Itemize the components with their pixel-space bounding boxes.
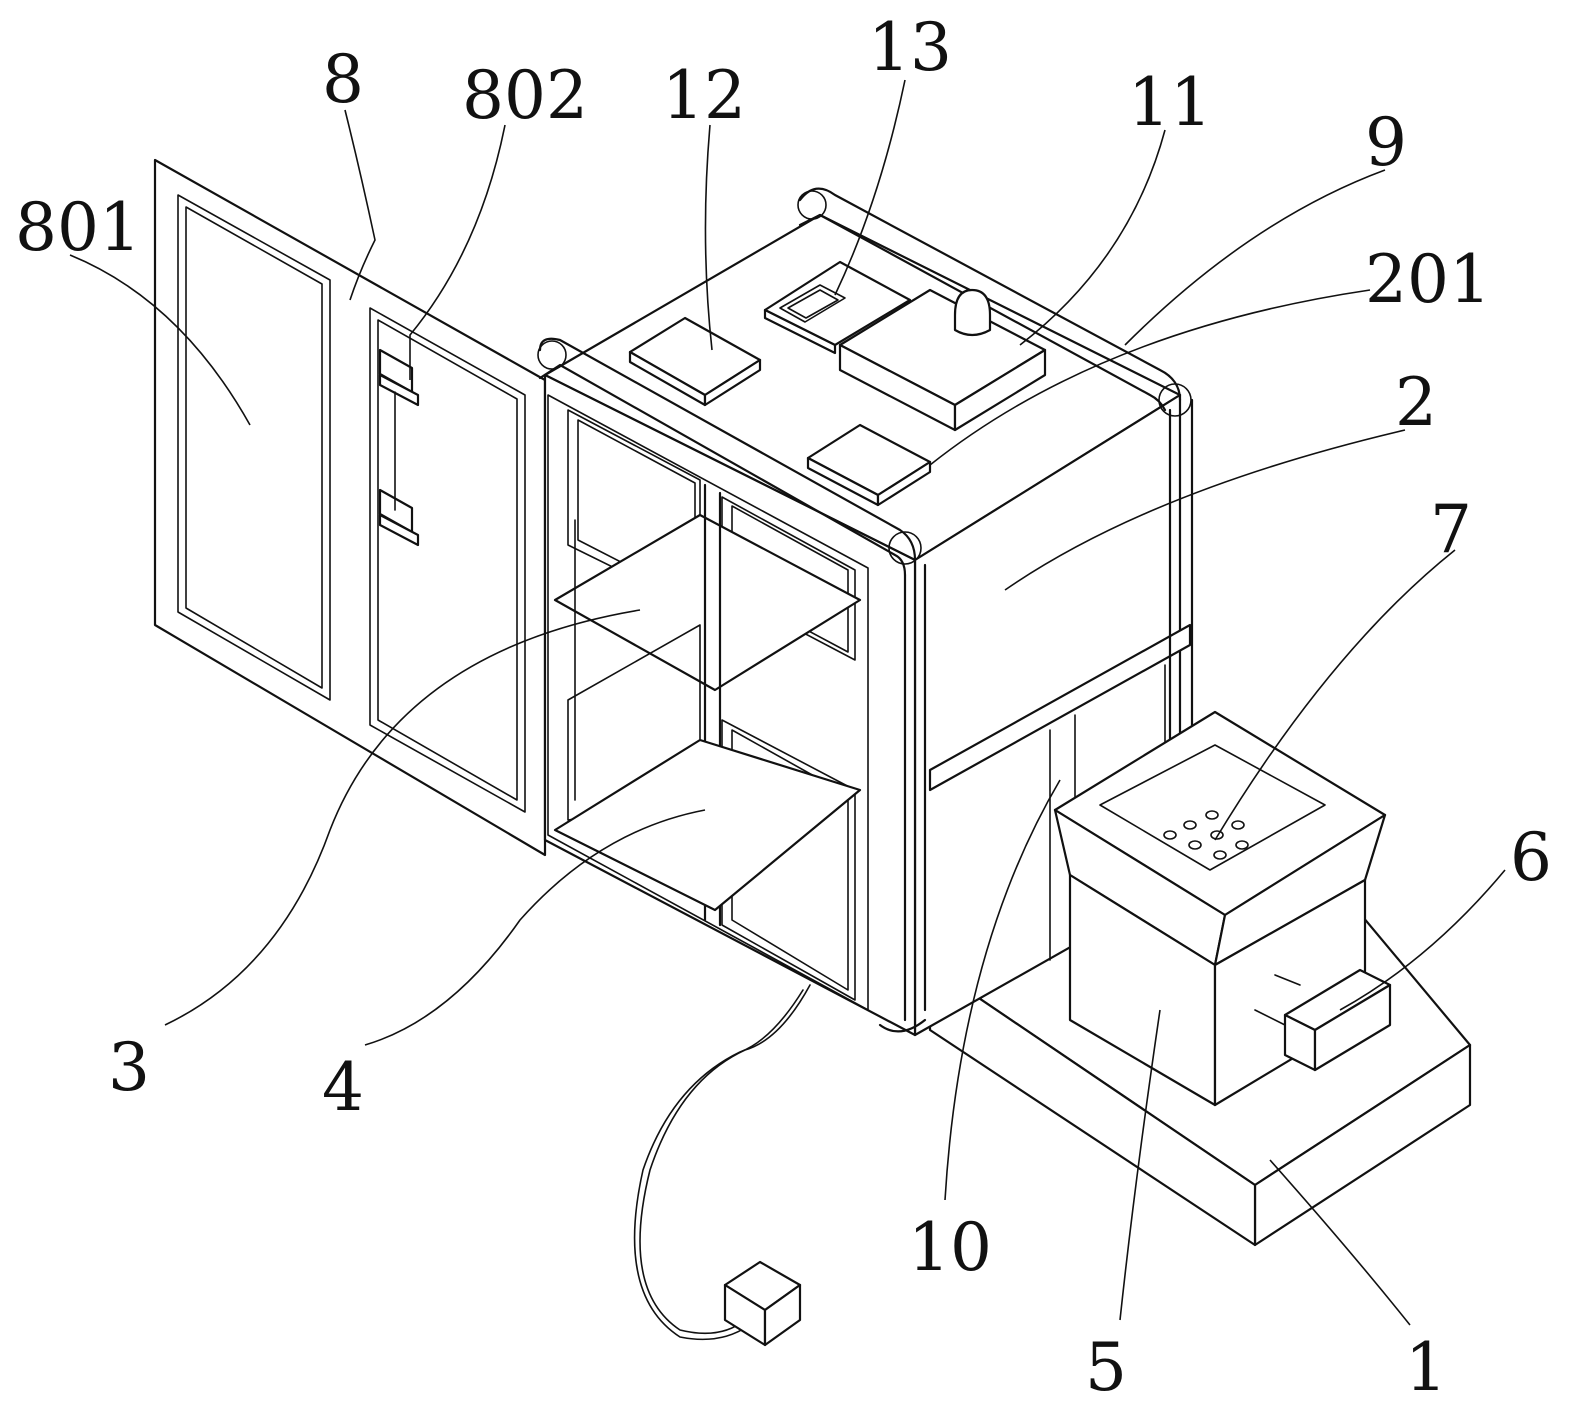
- label-13: 13: [868, 9, 952, 86]
- label-2: 2: [1395, 364, 1437, 441]
- hopper-unit: [1053, 710, 1392, 1107]
- label-801: 801: [15, 189, 141, 266]
- label-6: 6: [1510, 819, 1552, 896]
- label-5: 5: [1085, 1329, 1127, 1403]
- label-7: 7: [1430, 491, 1472, 568]
- door-frame: [153, 158, 547, 857]
- label-1: 1: [1405, 1329, 1447, 1403]
- cable-plug: [633, 984, 811, 1347]
- top-components: [628, 260, 1047, 507]
- label-10: 10: [908, 1209, 992, 1286]
- label-9: 9: [1365, 104, 1407, 181]
- hole-grid: [1163, 810, 1249, 860]
- label-3: 3: [108, 1029, 150, 1106]
- label-4: 4: [322, 1049, 364, 1126]
- leader-lines: [69, 79, 1506, 1326]
- label-8: 8: [322, 41, 364, 118]
- label-11: 11: [1128, 64, 1212, 141]
- reference-labels: 801 8 802 12 13 11 9 201 2 7 6 3 4 10 5 …: [15, 9, 1552, 1403]
- label-12: 12: [662, 57, 746, 134]
- label-201: 201: [1365, 241, 1491, 318]
- shelf-grid: [547, 394, 869, 1011]
- label-802: 802: [462, 57, 588, 134]
